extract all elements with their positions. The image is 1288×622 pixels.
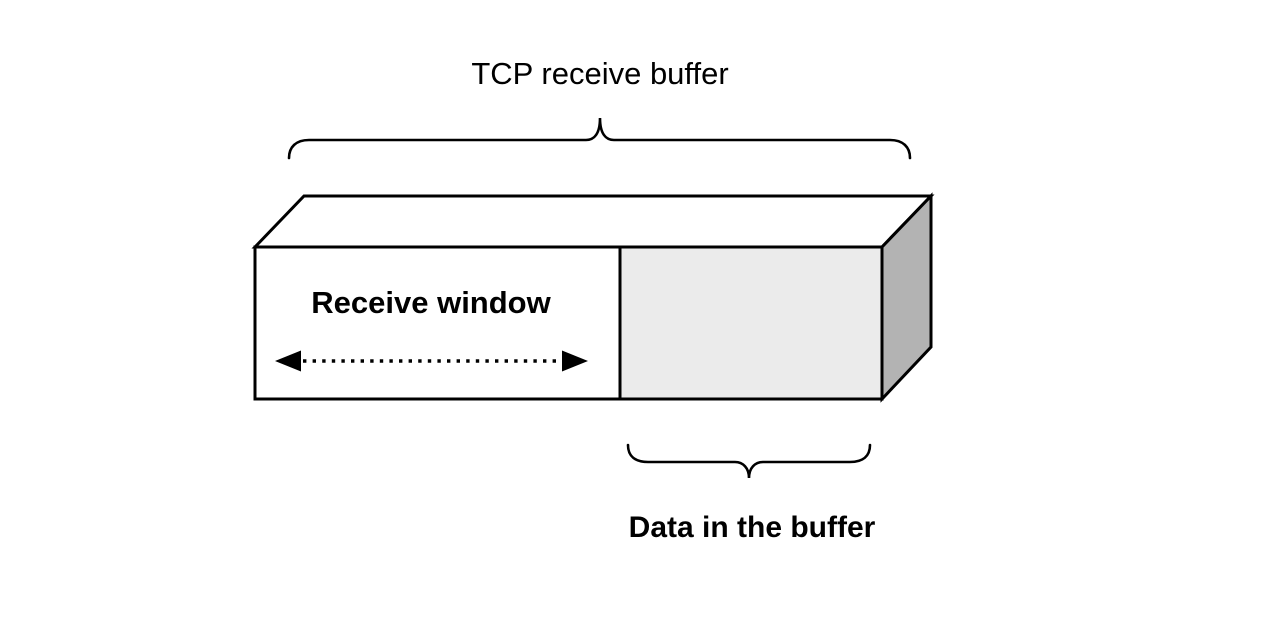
receive-window-label: Receive window [311,285,551,320]
receive-window-section [253,245,622,401]
data-in-buffer-label: Data in the buffer [629,511,876,544]
buffer-box: Receive window [251,192,935,403]
tcp-buffer-brace [287,117,912,160]
tcp-receive-buffer-title: TCP receive buffer [471,56,728,91]
buffer-box-top-face [251,194,935,249]
buffered-data-section [618,245,884,401]
data-in-buffer-brace [626,443,872,479]
left-arrowhead-icon [275,350,301,372]
right-arrowhead-icon [562,350,588,372]
receive-window-extent-arrow [275,350,588,372]
